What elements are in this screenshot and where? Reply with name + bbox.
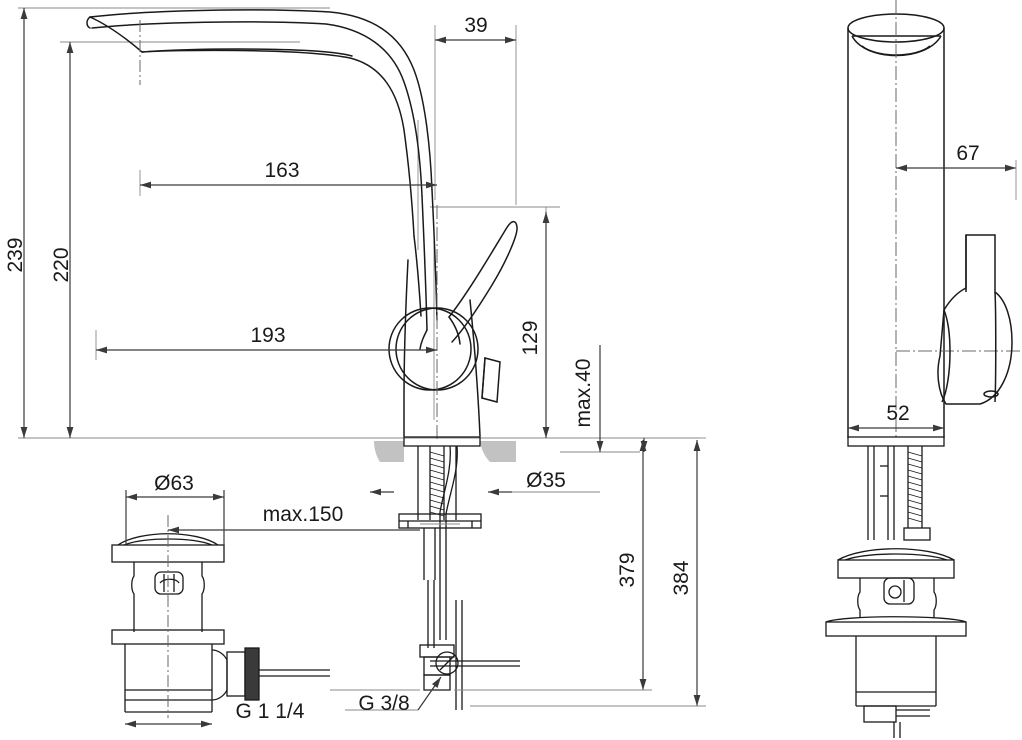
front-view-tailpiece [847, 436, 945, 541]
dim-text-width-base: 52 [886, 402, 909, 425]
dim-text-depth-front: 67 [956, 142, 979, 165]
waste-assembly-right [825, 548, 967, 738]
dim-text-counter-thickness: max.40 [572, 359, 595, 428]
dim-text-hose-reach: max.150 [263, 503, 344, 526]
dim-text-tap-hole-dia: Ø35 [526, 469, 566, 492]
g38-leader-arrow [417, 676, 442, 711]
countertop-section-left [374, 441, 516, 462]
dim-text-waste-thread: G 1 1/4 [236, 700, 305, 723]
front-view-centerline [895, 0, 1022, 440]
dim-text-total-length: 384 [670, 560, 693, 595]
dim-text-height-total: 239 [4, 237, 27, 272]
front-view-lever [937, 234, 1013, 405]
dim-text-reach-spout: 163 [264, 159, 299, 182]
dimension-lines [20, 8, 1017, 728]
side-view-spout-outline [86, 9, 438, 331]
dim-text-reach-total: 193 [250, 324, 285, 347]
dim-text-spout-width: 39 [464, 14, 487, 37]
dim-text-hose-length: 379 [616, 552, 639, 587]
dim-text-lever-height: 129 [519, 320, 542, 355]
tailpiece-assembly [398, 436, 520, 710]
dim-text-height-spout: 220 [50, 247, 73, 282]
dim-text-waste-cap-dia: Ø63 [154, 472, 194, 495]
dim-text-supply-thread: G 3/8 [358, 692, 409, 715]
